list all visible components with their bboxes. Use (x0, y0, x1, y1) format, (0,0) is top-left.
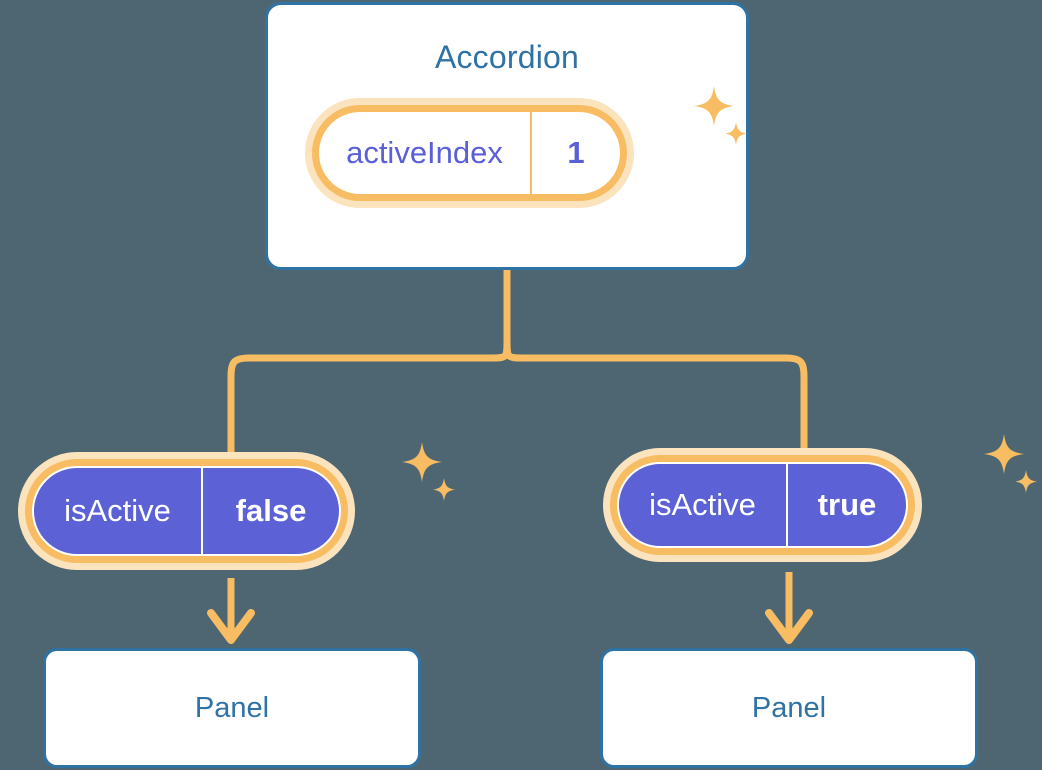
pill-inner-ring: isActive false (25, 459, 348, 563)
sparkle-small-icon (1015, 470, 1037, 493)
sparkle-decoration-left (402, 442, 455, 501)
arrowhead-right-icon (765, 609, 813, 644)
pill-outer-ring: activeIndex 1 (305, 98, 634, 208)
prop-value-label: false (235, 493, 307, 528)
sparkle-small-icon (433, 478, 455, 501)
prop-pill-isactive-true[interactable]: isActive true (603, 448, 922, 562)
prop-pill-activeindex[interactable]: activeIndex 1 (305, 98, 634, 208)
prop-pill-isactive-false[interactable]: isActive false (18, 452, 355, 570)
pill-outer-ring: isActive true (603, 448, 922, 562)
prop-key-label: isActive (619, 464, 788, 546)
pill-body: activeIndex 1 (319, 112, 620, 194)
panel-card-title: Panel (194, 691, 270, 724)
panel-component-card-right[interactable]: Panel (600, 648, 978, 768)
sparkle-decoration-right (984, 434, 1037, 493)
prop-value-label: true (817, 487, 877, 522)
accordion-card-title: Accordion (434, 39, 580, 75)
prop-key-label: activeIndex (319, 112, 532, 194)
connector-accordion-to-left-pill (227, 267, 511, 459)
prop-value-label: 1 (567, 135, 585, 170)
panel-card-title: Panel (751, 691, 827, 724)
sparkle-large-icon (984, 434, 1024, 474)
pill-inner-ring: activeIndex 1 (312, 105, 627, 201)
pill-outer-ring: isActive false (18, 452, 355, 570)
sparkle-large-icon (402, 442, 442, 482)
pill-body: isActive false (32, 466, 341, 556)
pill-body: isActive true (617, 462, 908, 548)
prop-key-label: isActive (34, 468, 203, 554)
panel-component-card-left[interactable]: Panel (43, 648, 421, 768)
pill-inner-ring: isActive true (610, 455, 915, 555)
arrowhead-left-icon (207, 609, 255, 644)
connector-accordion-to-right-pill (503, 267, 808, 456)
